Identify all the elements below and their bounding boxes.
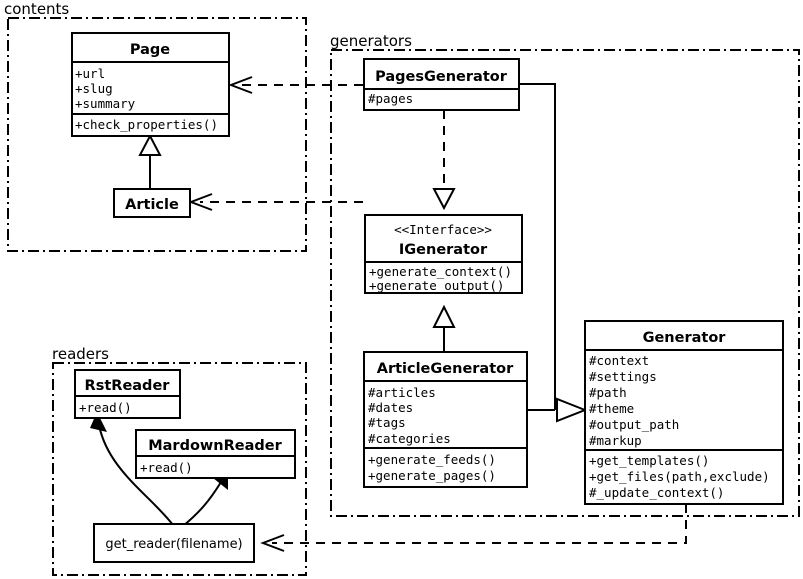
class-generator[interactable]: Generator #context #settings #path #them…	[584, 320, 784, 505]
class-page-attribute: +slug	[75, 81, 113, 96]
class-generator-attribute: #settings	[589, 369, 657, 384]
class-articlegenerator-attribute: #articles	[368, 385, 436, 400]
class-igenerator-method: +generate_output()	[369, 278, 504, 293]
class-rstreader[interactable]: RstReader +read()	[74, 369, 181, 419]
class-page[interactable]: Page +url +slug +summary +check_properti…	[71, 32, 230, 137]
package-readers-border	[52, 362, 307, 576]
package-generators: generators	[330, 32, 800, 517]
package-contents: contents	[4, 0, 307, 252]
relation-curve	[182, 481, 222, 527]
class-page-attribute: +url	[75, 66, 105, 81]
class-article-box[interactable]	[113, 188, 191, 218]
generalization-triangle-icon	[432, 304, 456, 328]
class-igenerator[interactable]: <<Interface>> IGenerator +generate_conte…	[364, 214, 523, 294]
class-igenerator-stereotype: <<Interface>>	[394, 222, 492, 237]
class-articlegenerator-attribute: #dates	[368, 400, 413, 415]
generalization-triangle-icon	[556, 397, 588, 423]
relation-generator-getreader	[260, 504, 687, 552]
class-articlegenerator[interactable]: ArticleGenerator #articles #dates #tags …	[363, 351, 528, 488]
class-rstreader-name: RstReader	[85, 378, 171, 394]
relation-articlegenerator-igenerator	[432, 304, 456, 352]
class-articlegenerator-attribute: #categories	[368, 431, 451, 446]
class-igenerator-name: IGenerator	[399, 242, 488, 258]
class-page-attribute: +summary	[75, 96, 136, 111]
class-pagesgenerator-box[interactable]	[363, 58, 520, 111]
relation-pagesgenerator-page	[228, 76, 363, 94]
class-generator-attribute: #output_path	[589, 417, 679, 432]
class-page-name: Page	[130, 42, 170, 58]
relation-curve	[98, 424, 174, 526]
relation-pagesgenerator-igenerator	[432, 110, 456, 211]
class-mardownreader[interactable]: MardownReader +read()	[135, 429, 296, 479]
function-get-reader-label: get_reader(filename)	[105, 537, 242, 552]
class-generator-name: Generator	[643, 330, 727, 346]
class-pagesgenerator[interactable]: PagesGenerator #pages	[363, 58, 520, 111]
class-generator-attribute: #theme	[589, 401, 634, 416]
package-generators-label: generators	[330, 32, 412, 50]
relation-pagesgenerator-generator	[519, 83, 556, 410]
package-contents-label: contents	[4, 0, 69, 18]
class-pagesgenerator-name: PagesGenerator	[375, 69, 508, 85]
class-generator-attribute: #path	[589, 385, 627, 400]
class-generator-method: #_update_context()	[589, 485, 724, 500]
package-generators-border	[330, 49, 800, 517]
open-arrowhead-icon	[260, 534, 285, 552]
relation-line	[519, 83, 556, 410]
class-articlegenerator-box[interactable]	[363, 351, 528, 488]
class-generator-method: +get_files(path,exclude)	[589, 469, 770, 484]
relation-articlegenerator-generator	[527, 397, 588, 423]
generalization-triangle-icon	[138, 133, 162, 156]
package-contents-border	[7, 17, 307, 252]
relation-getreader-rstreader	[90, 412, 174, 526]
class-generator-method: +get_templates()	[589, 453, 709, 468]
open-arrowhead-icon	[228, 76, 253, 94]
class-igenerator-box[interactable]	[364, 214, 523, 294]
relation-articlegenerator-article	[188, 193, 363, 211]
class-mardownreader-box[interactable]	[135, 429, 296, 479]
class-page-method: +check_properties()	[75, 117, 218, 132]
class-articlegenerator-method: +generate_feeds()	[368, 452, 496, 467]
class-articlegenerator-attribute: #tags	[368, 415, 406, 430]
relation-article-page	[138, 133, 162, 190]
solid-arrowhead-icon	[90, 412, 107, 432]
class-pagesgenerator-attribute: #pages	[368, 91, 413, 106]
class-generator-box[interactable]	[584, 320, 784, 505]
function-get-reader[interactable]: get_reader(filename)	[93, 523, 255, 563]
class-generator-attribute: #markup	[589, 433, 642, 448]
package-readers-label: readers	[52, 345, 109, 363]
class-page-box[interactable]	[71, 32, 230, 137]
class-generator-attribute: #context	[589, 353, 649, 368]
class-article-name: Article	[125, 197, 179, 213]
package-readers: readers	[52, 345, 307, 576]
class-article[interactable]: Article	[113, 188, 191, 218]
class-articlegenerator-name: ArticleGenerator	[377, 361, 514, 377]
class-mardownreader-method: +read()	[140, 460, 193, 475]
relation-line	[272, 504, 687, 544]
class-rstreader-box[interactable]	[74, 369, 181, 419]
class-igenerator-method: +generate_context()	[369, 264, 512, 279]
realization-triangle-icon	[432, 188, 456, 211]
class-articlegenerator-method: +generate_pages()	[368, 468, 496, 483]
class-mardownreader-name: MardownReader	[148, 438, 282, 454]
class-rstreader-method: +read()	[79, 400, 132, 415]
function-get-reader-box[interactable]	[93, 523, 255, 563]
